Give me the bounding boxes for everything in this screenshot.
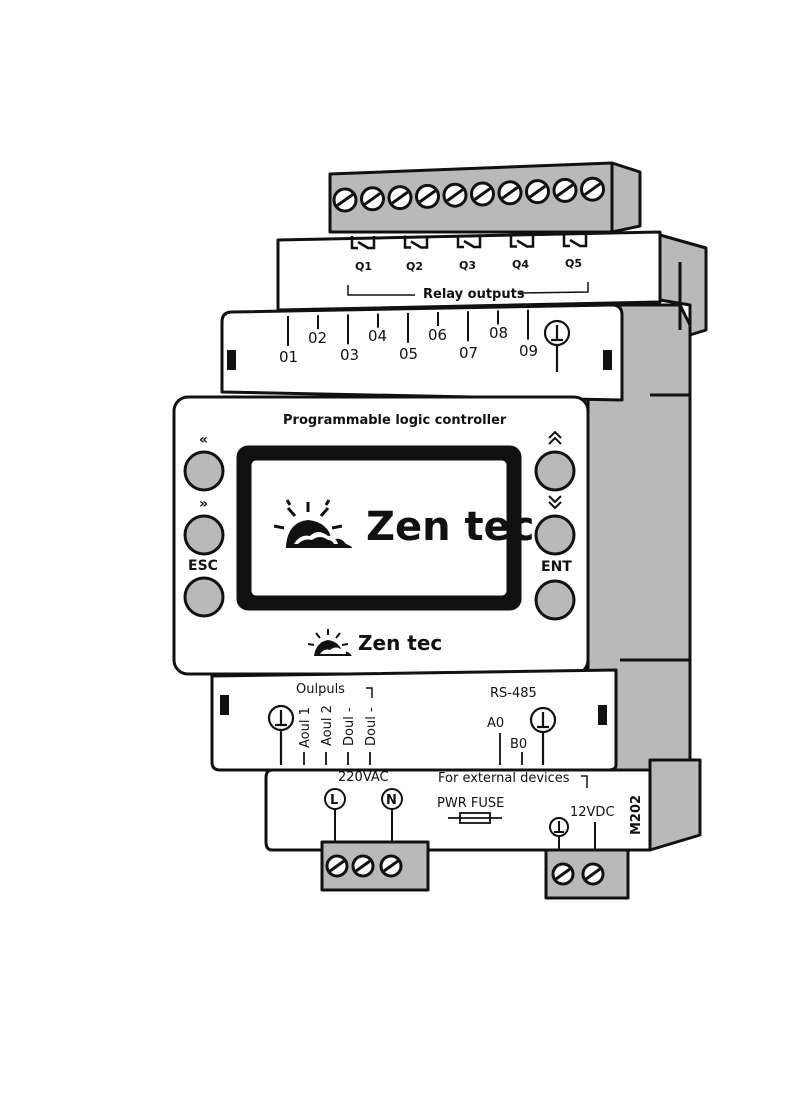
relay-label-q4: Q4 <box>512 258 529 271</box>
relay-terminal-screws <box>332 176 605 213</box>
right-up-button[interactable] <box>534 450 576 492</box>
outputs-ground-icon <box>267 704 295 765</box>
display-screen <box>248 457 510 599</box>
rs485-caption: RS-485 <box>490 686 537 701</box>
left-down-button[interactable] <box>183 514 225 556</box>
dc-screw-icon <box>581 862 605 886</box>
relay-contact-icon <box>562 234 588 248</box>
slot-mark <box>220 695 229 715</box>
relay-contact-icon <box>456 235 482 249</box>
slot-mark <box>603 350 612 370</box>
relay-terminal-side <box>610 161 642 234</box>
relay-screw-icon <box>525 179 550 205</box>
input-label-09: 09 <box>519 342 538 360</box>
left-up-symbol: « <box>199 432 208 448</box>
voltage-label: 220VAC <box>338 770 389 785</box>
input-label-06: 06 <box>428 326 447 344</box>
right-down-button[interactable] <box>534 514 576 556</box>
relay-screw-icon <box>580 176 605 202</box>
output-label-dout1: Doul - <box>342 707 357 746</box>
ac-screw-icon <box>379 854 403 878</box>
input-label-03: 03 <box>340 346 359 364</box>
l-label: L <box>330 793 338 808</box>
relay-screw-icon <box>552 177 578 203</box>
outputs-caption: Oulpuls <box>296 682 345 697</box>
outputs-caption-tick <box>366 687 373 698</box>
input-label-08: 08 <box>489 324 508 342</box>
relay-label-q1: Q1 <box>355 260 372 273</box>
fuse-label: PWR FUSE <box>437 796 504 811</box>
input-section <box>220 303 624 402</box>
rs485-lines <box>499 733 523 765</box>
input-label-04: 04 <box>368 327 387 345</box>
external-devices-caption: For external devices <box>438 771 570 786</box>
relay-label-q2: Q2 <box>406 260 423 273</box>
output-label-aout2: Aoul 2 <box>320 705 335 746</box>
external-caption-tick <box>581 775 588 788</box>
l-terminal-icon <box>324 788 346 842</box>
input-ground-icon <box>543 319 571 372</box>
esc-label: ESC <box>188 558 218 574</box>
dc-ground-icon <box>549 817 569 850</box>
relay-label-q3: Q3 <box>459 259 476 272</box>
input-label-07: 07 <box>459 344 478 362</box>
ent-label: ENT <box>541 559 572 575</box>
sun-logo-icon <box>273 499 352 548</box>
fuse-icon <box>448 812 502 824</box>
relay-label-q5: Q5 <box>565 257 582 270</box>
input-label-02: 02 <box>308 329 327 347</box>
left-up-button[interactable] <box>183 450 225 492</box>
relay-screw-icon <box>332 187 358 213</box>
relay-screw-icon <box>470 181 495 207</box>
relay-screw-icon <box>387 185 413 211</box>
output-label-aout1: Aoul 1 <box>298 707 313 748</box>
dc-terminal-screws <box>551 862 605 886</box>
ac-terminal-screws <box>325 854 403 878</box>
relay-screw-icon <box>442 182 468 208</box>
n-terminal-icon <box>381 788 403 842</box>
n-label: N <box>386 793 397 808</box>
rs485-ground-icon <box>529 706 557 765</box>
input-label-01: 01 <box>279 348 298 366</box>
input-label-05: 05 <box>399 345 418 363</box>
rs485-b-label: B0 <box>510 737 527 752</box>
input-terminal-lines <box>287 309 529 346</box>
relay-contact-icon <box>403 235 429 249</box>
ent-button[interactable] <box>534 579 576 621</box>
left-down-symbol: » <box>199 496 208 512</box>
slot-mark <box>598 705 607 725</box>
relay-screw-icon <box>415 183 440 209</box>
panel-title: Programmable logic controller <box>283 413 507 428</box>
small-sun-logo-icon <box>307 629 352 656</box>
model-label: M202 <box>629 795 644 835</box>
relay-contact-icon <box>509 234 535 248</box>
right-up-chevron-icon <box>548 430 562 445</box>
relay-caption-bracket <box>347 282 589 296</box>
relay-screw-icon <box>360 186 385 212</box>
panel-brand-text: Zen tec <box>358 631 442 655</box>
dc-screw-icon <box>551 862 575 886</box>
output-label-dout2: Doul - <box>364 707 379 746</box>
dc-label: 12VDC <box>570 805 615 820</box>
ac-screw-icon <box>325 854 349 878</box>
right-down-chevron-icon <box>548 495 562 510</box>
esc-button[interactable] <box>183 576 225 618</box>
output-terminal-lines <box>303 752 371 765</box>
display-brand-text: Zen tec <box>366 504 535 550</box>
relay-contact-icon <box>350 236 376 250</box>
slot-mark <box>227 350 236 370</box>
ac-screw-icon <box>351 854 375 878</box>
din-rail-clip-bottom <box>648 758 702 852</box>
relay-caption: Relay outputs <box>423 287 525 302</box>
relay-screw-icon <box>497 180 523 206</box>
rs485-a-label: A0 <box>487 716 504 731</box>
relay-contacts <box>350 234 588 250</box>
